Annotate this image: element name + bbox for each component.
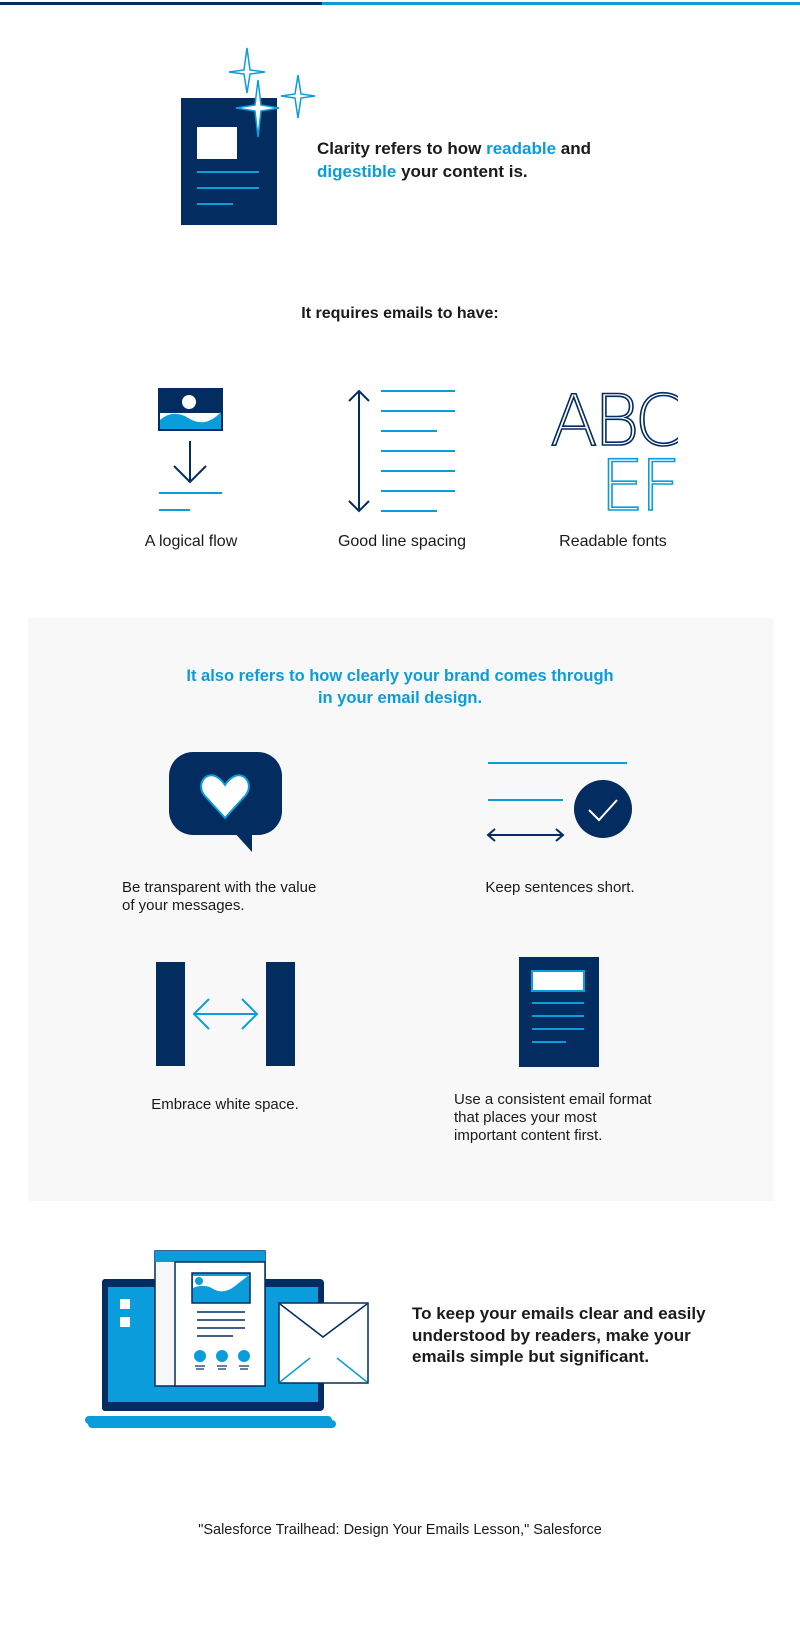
- brand-item-line: important content first.: [454, 1127, 603, 1144]
- requirement-label: Readable fonts: [559, 533, 667, 550]
- brand-heading-line2: in your email design.: [317, 689, 483, 707]
- highlight-digestible: digestible: [317, 162, 397, 181]
- fonts-icon-ef: EF: [600, 445, 677, 515]
- email-format-icon: [519, 957, 599, 1067]
- brand-item-line: of your messages.: [122, 897, 245, 914]
- brand-panel: [28, 618, 774, 1201]
- requirement-label: A logical flow: [144, 533, 238, 550]
- brand-heading: It also refers to how clearly your brand…: [0, 665, 800, 709]
- brand-item-line: Be transparent with the value: [122, 879, 317, 896]
- brand-item-label: Be transparent with the value of your me…: [122, 879, 316, 915]
- highlight-readable: readable: [486, 139, 557, 158]
- intro-part1: Clarity refers to how: [317, 139, 487, 158]
- logical-flow-icon: [158, 388, 223, 511]
- brand-item-label: Keep sentences short.: [485, 879, 635, 896]
- fonts-icon-abc: ABC: [550, 383, 678, 462]
- requirement-label: Good line spacing: [337, 533, 467, 550]
- intro-part3: your content is.: [396, 162, 528, 181]
- outro-line: emails simple but significant.: [412, 1347, 650, 1366]
- white-space-icon: [156, 962, 295, 1066]
- intro-text: Clarity refers to how readable and diges…: [317, 137, 591, 183]
- requires-heading: It requires emails to have:: [301, 305, 499, 322]
- brand-heading-line1: It also refers to how clearly your brand…: [186, 667, 614, 685]
- sparkling-document-icon: [181, 47, 316, 225]
- intro-part2: and: [556, 139, 591, 158]
- outro-line: understood by readers, make your: [412, 1325, 691, 1345]
- brand-item-line: that places your most: [454, 1109, 597, 1126]
- outro-line: To keep your emails clear and easily: [412, 1304, 706, 1323]
- laptop-email-icon: [85, 1250, 369, 1428]
- short-sentences-check-icon: [486, 762, 632, 842]
- line-spacing-icon: [348, 389, 455, 513]
- outro-text: To keep your emails clear and easily und…: [412, 1303, 706, 1368]
- top-bar-dark: [0, 2, 322, 5]
- fonts-icon: ABC EF: [549, 383, 678, 515]
- citation: "Salesforce Trailhead: Design Your Email…: [198, 1522, 602, 1538]
- top-bar-light: [322, 2, 800, 5]
- brand-item-label: Use a consistent email format that place…: [454, 1091, 652, 1145]
- brand-item-line: Use a consistent email format: [454, 1091, 652, 1108]
- brand-item-label: Embrace white space.: [151, 1096, 299, 1113]
- heart-speech-bubble-icon: [169, 752, 282, 852]
